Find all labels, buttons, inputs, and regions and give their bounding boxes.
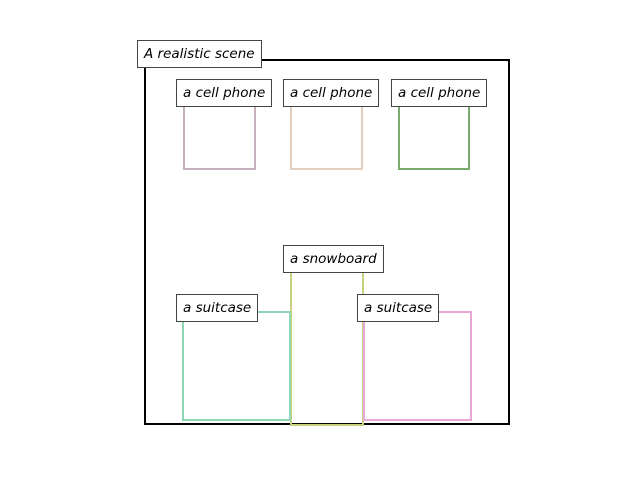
cell-phone-box-3 (398, 98, 470, 170)
cell-phone-box-2 (290, 98, 363, 170)
suitcase-label-2: a suitcase (357, 294, 440, 322)
cell-phone-label-1: a cell phone (176, 79, 273, 107)
suitcase-label-1: a suitcase (176, 294, 259, 322)
snowboard-box (290, 264, 364, 426)
snowboard-label: a snowboard (283, 245, 384, 273)
cell-phone-label-3: a cell phone (391, 79, 488, 107)
suitcase-box-1 (182, 311, 291, 421)
scene-label: A realistic scene (137, 40, 262, 68)
cell-phone-label-2: a cell phone (283, 79, 380, 107)
cell-phone-box-1 (183, 98, 256, 170)
suitcase-box-2 (363, 311, 472, 421)
